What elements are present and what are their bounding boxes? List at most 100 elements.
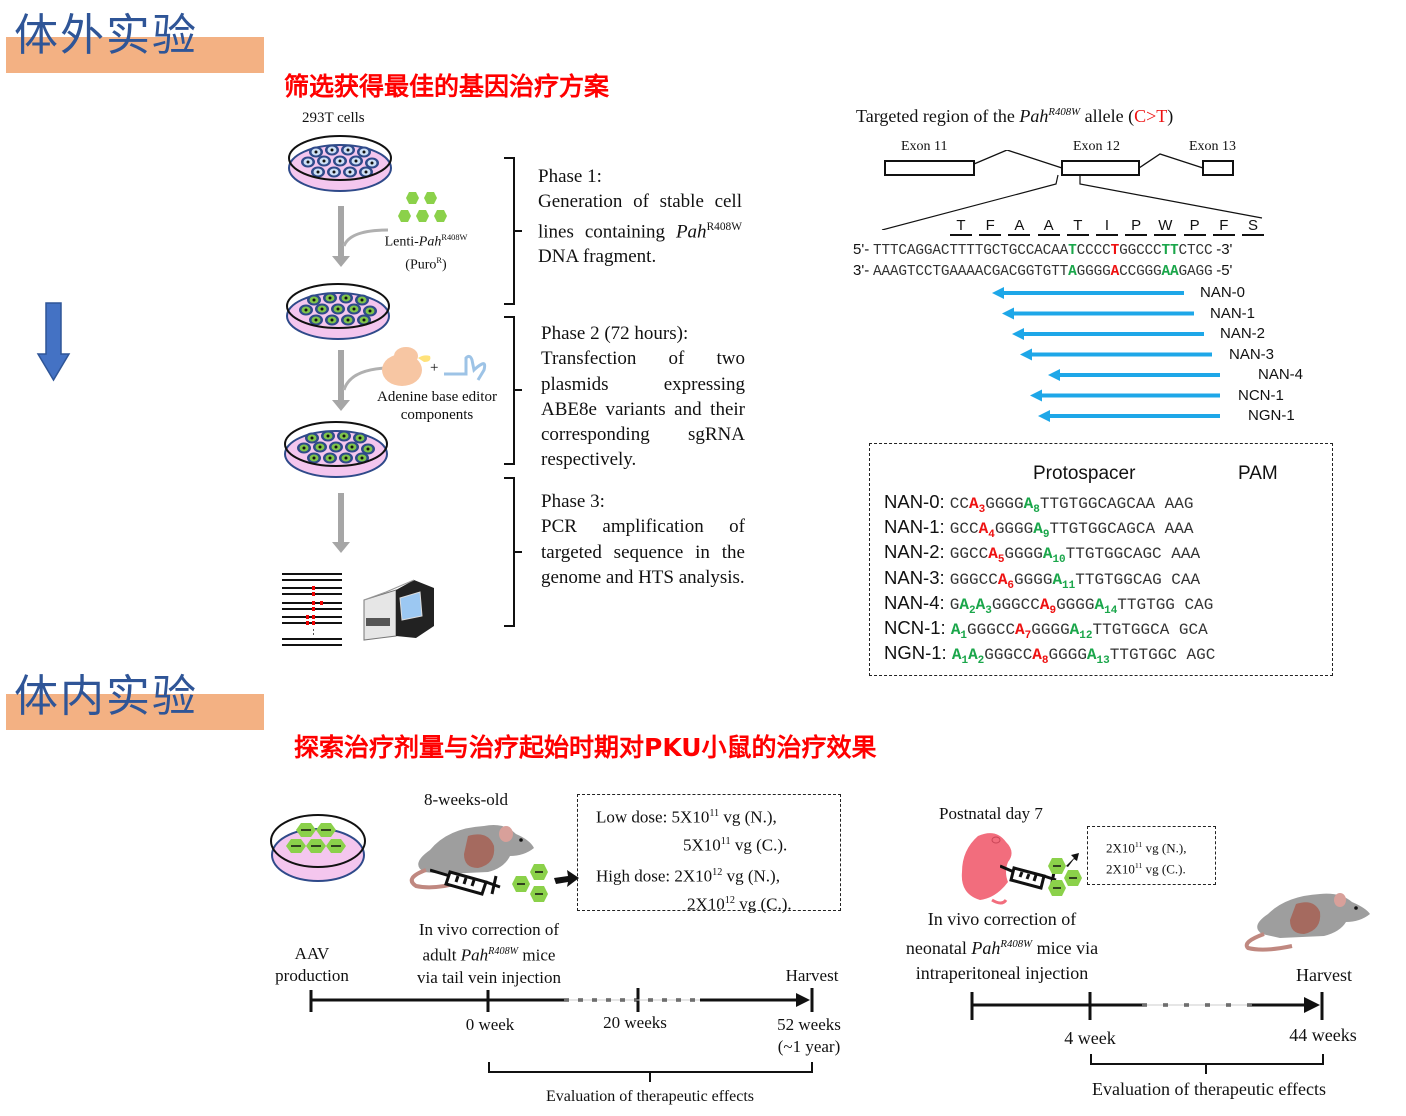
- phase-1-text: Phase 1: Generation of stable cell lines…: [538, 166, 742, 268]
- down-arrow-icon: [36, 302, 71, 382]
- section-title-in-vivo: 体内实验: [14, 671, 198, 722]
- abe-components-label: Adenine base editor components: [377, 389, 497, 423]
- base-sequence: AAAGTCCTGAAAACGACGGTGTT: [872, 264, 1069, 280]
- sequence-segment: GGGG: [1031, 621, 1070, 639]
- amino-acid: A: [1037, 218, 1060, 236]
- adult-evaluation-bracket: [488, 1062, 813, 1082]
- bottom-strand-sequence: AAAGTCCTGAAAACGACGGTGTTAGGGGACCGGGAAGAGG: [873, 264, 1213, 280]
- base-sequence: CTCC: [1178, 243, 1213, 259]
- protospacer-sequence: GGCCA5GGGGA10TTGTGGCAGC: [949, 545, 1162, 566]
- pam-sequence: CAA: [1161, 570, 1201, 589]
- guide-label: NAN-2: [1220, 325, 1266, 342]
- process-arrows: [332, 206, 389, 553]
- adenine-position: A9: [1033, 520, 1050, 542]
- protospacer-row: NCN-1: A1GGGCCA7GGGGA12TTGTGGCA GCA: [884, 618, 1208, 646]
- cell-dish-icon: [288, 135, 392, 192]
- cell: [339, 292, 353, 304]
- sequence-segment: GGCC: [949, 545, 989, 564]
- adenine-position: A1: [950, 621, 968, 643]
- cell: [313, 441, 327, 453]
- sequence-segment: GGGCC: [949, 570, 998, 589]
- base-editor-icon: [382, 347, 487, 386]
- bystander-base: A: [1068, 264, 1077, 280]
- harvest-mouse-icon: [1244, 893, 1370, 952]
- cell: [307, 294, 321, 306]
- cell: [297, 442, 311, 454]
- pam-header: PAM: [1238, 463, 1278, 484]
- low-dose-c: 5X1011 vg (C.).: [683, 835, 788, 855]
- guide-label: NCN-1: [1238, 386, 1284, 404]
- sequence-segment: TTGTGGC: [1109, 646, 1177, 665]
- amino-acid: A: [1008, 218, 1031, 236]
- cell: [361, 443, 375, 455]
- adult-correction-label: In vivo correction of adult PahR408W mic…: [417, 920, 561, 987]
- section-band-in-vivo: [6, 694, 264, 730]
- adenine-position: A11: [1052, 570, 1076, 592]
- sequence-segment: GGGCC: [967, 621, 1016, 639]
- sequence-segment: GCC: [949, 520, 979, 539]
- neonatal-timeline: [970, 992, 1324, 1020]
- dna-bottom-strand: 3'- AAAGTCCTGAAAACGACGGTGTTAGGGGACCGGGAA…: [853, 262, 1233, 280]
- guide-name: NAN-1:: [884, 516, 950, 538]
- sequence-segment: TTGTGGCAGC: [1065, 545, 1162, 564]
- adult-dose-text: Low dose: 5X1011 vg (N.), 5X1011 vg (C.)…: [596, 802, 792, 917]
- guide-name: NAN-4:: [884, 591, 950, 613]
- sequence-segment: TTGTGGCA: [1092, 621, 1170, 639]
- aav-particle: [286, 839, 306, 853]
- sequence-segment: GGGCC: [984, 646, 1033, 665]
- low-dose-n: Low dose: 5X1011 vg (N.),: [596, 807, 777, 827]
- amino-acid: P: [1125, 218, 1148, 236]
- protospacer-row: NAN-1: GCCA4GGGGA9TTGTGGCAGCA AAA: [884, 517, 1193, 545]
- neonatal-dose-c: 2X1011 vg (C.).: [1106, 861, 1186, 877]
- guide-arrow: [1002, 307, 1194, 320]
- adenine-position: A1: [951, 646, 969, 668]
- sequence-segment: GGGG: [1048, 646, 1087, 665]
- protospacer-row: NAN-3: GGGCCA6GGGGA11TTGTGGCAG CAA: [884, 567, 1201, 596]
- cell: [355, 294, 369, 306]
- cell: [301, 156, 315, 168]
- guide-label: NAN-4: [1258, 366, 1304, 383]
- neonatal-aav-particles-icon: [1048, 858, 1082, 896]
- cell: [341, 144, 355, 156]
- pam-sequence: AAG: [1155, 495, 1194, 513]
- amino-acid: T: [1066, 218, 1089, 236]
- protospacer-row: NAN-0: CCA3GGGGA8TTGTGGCAGCAA AAG: [884, 492, 1193, 520]
- bystander-base: T: [1068, 243, 1077, 259]
- protospacer-sequence: GGGCCA6GGGGA11TTGTGGCAG: [949, 570, 1162, 592]
- aav-particle: [296, 823, 316, 837]
- protospacer-sequence: A1GGGCCA7GGGGA12TTGTGGCA: [950, 621, 1170, 643]
- guide-name: NAN-2:: [884, 541, 950, 563]
- cell: [323, 292, 337, 304]
- exon-diagram: [881, 150, 1263, 230]
- neonatal-pointer-arrow-icon: [1066, 853, 1079, 867]
- high-dose-n: High dose: 2X1012 vg (N.),: [596, 866, 780, 886]
- pointer-arrow-icon: [554, 870, 579, 887]
- protospacer-sequence: GCCA4GGGGA9TTGTGGCAGCA: [949, 520, 1155, 542]
- transduced-cell-dish-icon: [286, 283, 390, 340]
- adenine-position: A14: [1094, 595, 1118, 617]
- high-dose-c: 2X1012 vg (C.).: [687, 894, 792, 914]
- neonatal-age-label: Postnatal day 7: [939, 804, 1043, 823]
- cell: [315, 303, 329, 315]
- cell: [309, 146, 323, 158]
- exon-12-box: [1061, 160, 1140, 176]
- cell: [309, 314, 323, 326]
- dna-top-strand: 5'- TTTCAGGACTTTTGCTGCCACAATCCCCTGGCCCTT…: [853, 241, 1233, 259]
- guide-arrow: [1038, 410, 1220, 422]
- intron-line-1: [973, 150, 1063, 169]
- cell: [323, 452, 337, 464]
- cell: [365, 157, 379, 169]
- aav-particle: [316, 823, 336, 837]
- base-sequence: CCCC: [1076, 243, 1111, 259]
- adult-age-label: 8-weeks-old: [424, 790, 509, 809]
- neonatal-correction-label: In vivo correction of neonatal PahR408W …: [905, 909, 1099, 983]
- aav-particles: [286, 823, 346, 853]
- adenine-position: A6: [997, 570, 1015, 592]
- amino-acid: W: [1154, 218, 1177, 236]
- adenine-position: A8: [1032, 646, 1049, 668]
- adenine-position: A7: [1015, 621, 1032, 643]
- adult-harvest-label: Harvest: [785, 966, 839, 985]
- cell: [347, 303, 361, 315]
- sequence-segment: CC: [949, 495, 969, 513]
- amino-acid: F: [1212, 218, 1235, 236]
